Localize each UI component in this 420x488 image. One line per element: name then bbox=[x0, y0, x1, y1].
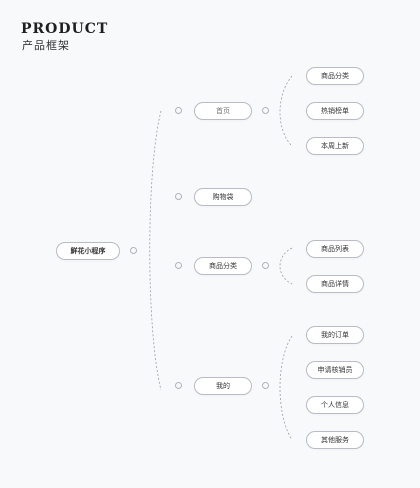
branch-category-left-dot bbox=[175, 262, 182, 269]
leaf-mine-orders[interactable]: 我的订单 bbox=[306, 326, 364, 344]
leaf-category-detail[interactable]: 商品详情 bbox=[306, 275, 364, 293]
leaf-category-list[interactable]: 商品列表 bbox=[306, 240, 364, 258]
branch-category-right-dot bbox=[262, 262, 269, 269]
branch-mine-left-dot bbox=[175, 382, 182, 389]
page-subtitle: 产品框架 bbox=[22, 39, 70, 52]
branch-home-left-dot bbox=[175, 107, 182, 114]
branch-mine-right-dot bbox=[262, 382, 269, 389]
leaf-home-category[interactable]: 商品分类 bbox=[306, 67, 364, 85]
leaf-mine-apply-verifier[interactable]: 申请核销员 bbox=[306, 361, 364, 379]
branch-category[interactable]: 商品分类 bbox=[194, 257, 252, 275]
branch-cart[interactable]: 购物袋 bbox=[194, 188, 252, 206]
home-bracket bbox=[279, 75, 293, 147]
leaf-home-hot-list[interactable]: 热销榜单 bbox=[306, 102, 364, 120]
leaf-home-new-week[interactable]: 本周上新 bbox=[306, 137, 364, 155]
root-node[interactable]: 鲜花小程序 bbox=[56, 242, 120, 260]
mine-bracket bbox=[279, 335, 293, 441]
page-title: PRODUCT bbox=[21, 21, 109, 37]
root-bracket bbox=[149, 110, 162, 391]
leaf-mine-profile[interactable]: 个人信息 bbox=[306, 396, 364, 414]
leaf-mine-other-services[interactable]: 其他服务 bbox=[306, 431, 364, 449]
root-connector-dot bbox=[130, 247, 137, 254]
branch-mine[interactable]: 我的 bbox=[194, 377, 252, 395]
branch-home-right-dot bbox=[262, 107, 269, 114]
category-bracket bbox=[279, 247, 293, 285]
branch-home[interactable]: 首页 bbox=[194, 102, 252, 120]
branch-cart-left-dot bbox=[175, 193, 182, 200]
